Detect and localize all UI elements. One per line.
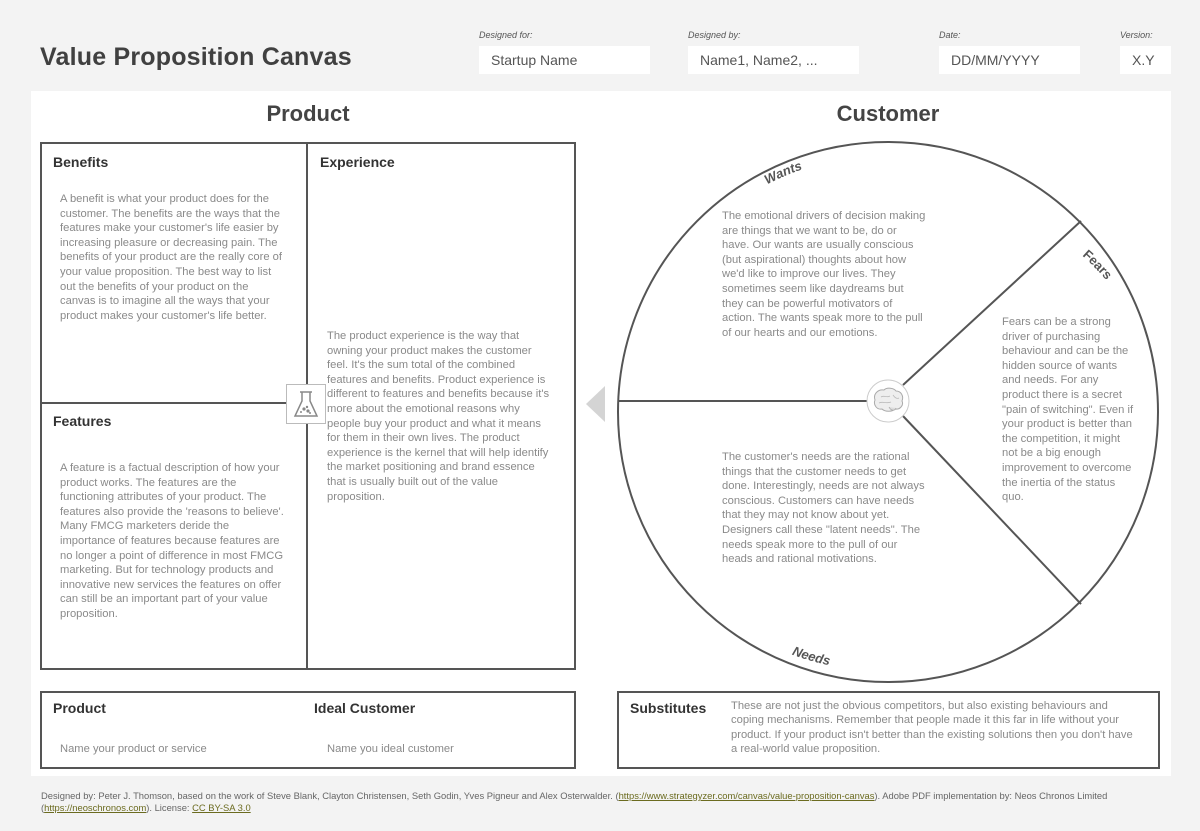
footer-credits: Designed by: Peter J. Thomson, based on … — [41, 790, 1171, 814]
brain-icon — [874, 387, 904, 412]
benefits-description[interactable]: A benefit is what your product does for … — [60, 193, 283, 322]
designed-by-field[interactable]: Name1, Name2, ... — [688, 46, 859, 74]
product-name-field[interactable]: Name your product or service — [60, 743, 207, 755]
bottom-product-title: Product — [53, 700, 106, 716]
wants-label: Wants — [762, 158, 804, 187]
fears-label: Fears — [1080, 247, 1115, 283]
needs-label: Needs — [791, 643, 832, 668]
license-link[interactable]: CC BY-SA 3.0 — [192, 802, 251, 813]
designed-for-label: Designed for: — [479, 30, 533, 40]
flask-icon — [286, 384, 326, 424]
fears-description[interactable]: Fears can be a strong driver of purchasi… — [1002, 316, 1134, 504]
version-label: Version: — [1120, 30, 1153, 40]
svg-text:Wants: Wants — [762, 158, 804, 187]
page-title: Value Proposition Canvas — [40, 43, 352, 71]
customer-segment-labels: Wants Fears Needs — [762, 158, 1116, 668]
designed-by-label: Designed by: — [688, 30, 741, 40]
triangle-left-arrow-icon — [586, 386, 605, 422]
benefits-title: Benefits — [53, 154, 109, 170]
footer-text-1: Designed by: Peter J. Thomson, based on … — [41, 790, 619, 801]
product-heading: Product — [266, 101, 350, 126]
customer-heading: Customer — [836, 101, 940, 126]
designed-for-field[interactable]: Startup Name — [479, 46, 650, 74]
substitutes-title: Substitutes — [630, 700, 707, 716]
features-description[interactable]: A feature is a factual description of ho… — [60, 462, 284, 620]
substitutes-description[interactable]: These are not just the obvious competito… — [731, 700, 1133, 755]
version-field[interactable]: X.Y — [1120, 46, 1171, 74]
substitutes-box — [617, 691, 1160, 769]
needs-description[interactable]: The customer's needs are the rational th… — [722, 451, 925, 566]
ideal-customer-title: Ideal Customer — [314, 700, 416, 716]
svg-text:Needs: Needs — [791, 643, 832, 668]
ideal-customer-field[interactable]: Name you ideal customer — [327, 743, 454, 755]
experience-description[interactable]: The product experience is the way that o… — [327, 330, 550, 503]
wants-description[interactable]: The emotional drivers of decision making… — [722, 210, 926, 339]
footer-text-2: ). Adobe PDF implementation by: Neos Chr… — [41, 790, 1108, 813]
strategyzer-link[interactable]: https://www.strategyzer.com/canvas/value… — [618, 790, 875, 801]
svg-text:Fears: Fears — [1080, 247, 1115, 283]
date-field[interactable]: DD/MM/YYYY — [939, 46, 1080, 74]
features-title: Features — [53, 413, 112, 429]
product-square-divider-horizontal — [40, 402, 308, 404]
product-square — [40, 142, 576, 670]
date-label: Date: — [939, 30, 961, 40]
experience-title: Experience — [320, 154, 395, 170]
product-customer-box — [40, 691, 576, 769]
canvas-sheet — [31, 91, 1171, 776]
footer-text-3: ). License: — [146, 802, 193, 813]
neoschronos-link[interactable]: https://neoschronos.com — [44, 802, 147, 813]
